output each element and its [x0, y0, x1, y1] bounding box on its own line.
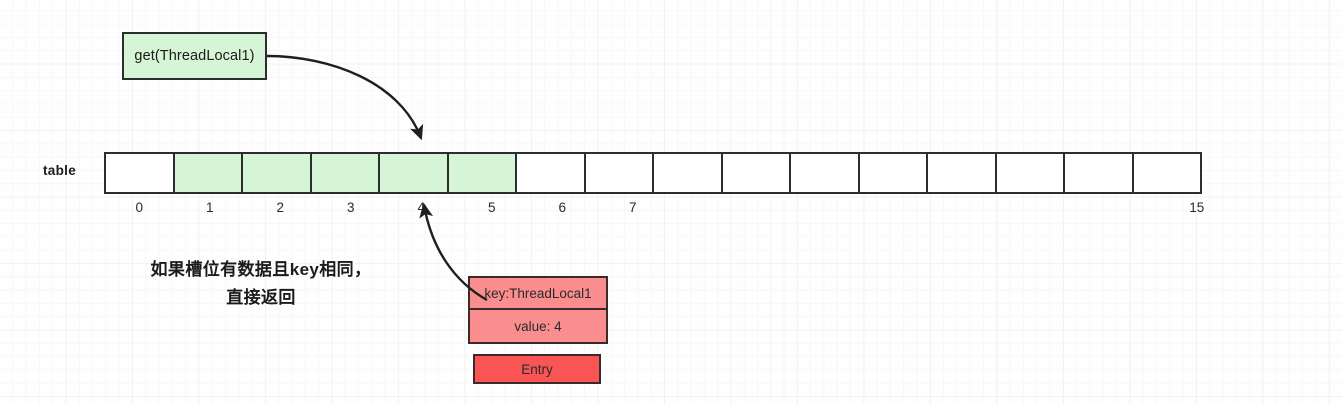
table-index-15: 15	[1189, 200, 1205, 215]
table-index-12	[950, 200, 1021, 220]
entry-value-cell: value: 4	[470, 310, 606, 342]
table-index-3: 3	[346, 200, 355, 215]
table-index-10	[809, 200, 880, 220]
table-index-11	[880, 200, 951, 220]
table-slot-10	[789, 152, 860, 194]
table-index-8	[668, 200, 739, 220]
arrow-get-to-slot	[266, 54, 424, 141]
get-threadlocal-label: get(ThreadLocal1)	[134, 48, 255, 64]
annotation-note: 如果槽位有数据且key相同， 直接返回	[118, 256, 404, 312]
table-slot-row	[104, 152, 1202, 194]
table-index-9	[739, 200, 810, 220]
table-index-4: 4	[417, 200, 425, 215]
table-index-row: 0 1 2 3 4 5 6 7 15	[104, 200, 1232, 220]
table-index-0: 0	[135, 200, 143, 215]
table-slot-12	[926, 152, 997, 194]
table-slot-3	[309, 152, 380, 194]
table-slot-9	[720, 152, 791, 194]
table-slot-0	[104, 152, 175, 194]
table-slot-1	[172, 152, 243, 194]
table-index-14	[1091, 200, 1162, 220]
table-index-5: 5	[487, 200, 496, 215]
table-slot-5	[446, 152, 517, 194]
entry-box: key:ThreadLocal1 value: 4	[468, 276, 608, 344]
table-index-1: 1	[205, 200, 214, 215]
get-threadlocal-box: get(ThreadLocal1)	[122, 32, 267, 80]
table-slot-8	[652, 152, 723, 194]
table-slot-14	[1063, 152, 1134, 194]
table-slot-4	[378, 152, 449, 194]
annotation-note-line2: 直接返回	[226, 288, 296, 307]
annotation-note-line1: 如果槽位有数据且key相同，	[150, 260, 372, 279]
table-slot-6	[515, 152, 586, 194]
table-label: table	[43, 163, 77, 178]
table-slot-2	[241, 152, 312, 194]
table-index-13	[1021, 200, 1092, 220]
table-slot-7	[583, 152, 654, 194]
entry-key-cell: key:ThreadLocal1	[470, 278, 606, 310]
table-index-6: 6	[558, 200, 566, 215]
table-index-2: 2	[276, 200, 284, 215]
table-index-7: 7	[628, 200, 637, 215]
table-slot-15	[1131, 152, 1202, 194]
table-slot-13	[994, 152, 1065, 194]
entry-footer-label: Entry	[473, 354, 601, 384]
table-slot-11	[857, 152, 928, 194]
